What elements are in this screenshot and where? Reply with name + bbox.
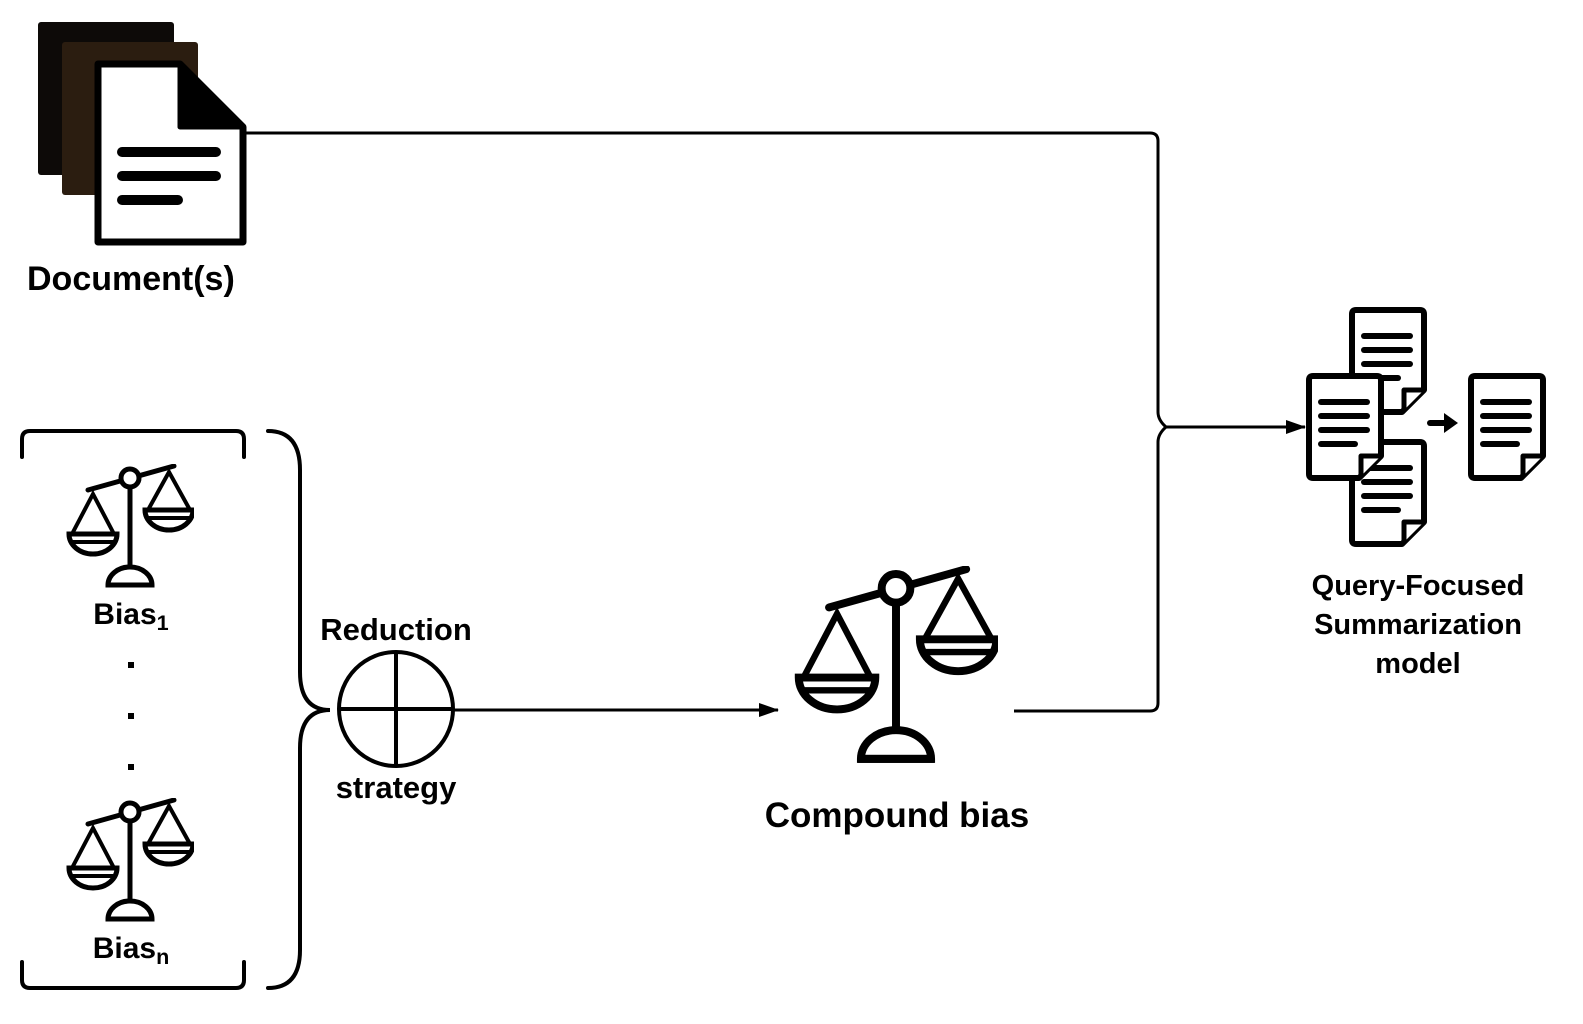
bias-n-label-subscript: n (156, 944, 170, 970)
reduction-label: Reduction (320, 612, 472, 647)
ellipsis-dot-1 (128, 662, 134, 668)
bias-square-bracket (20, 429, 246, 990)
bias-1-label-subscript: 1 (156, 610, 169, 636)
bias-n-scale-icon (69, 800, 193, 919)
bias-n-label-base: Bias (92, 932, 157, 965)
bias-1-label-base: Bias (93, 598, 157, 631)
compound-bias-label: Compound bias (764, 796, 1030, 835)
connectors (244, 131, 1306, 717)
bias-1-scale-icon (69, 466, 193, 585)
qfs-label-line-3: model (1375, 648, 1461, 680)
ellipsis-dot-3 (128, 764, 134, 770)
strategy-label: strategy (335, 770, 457, 805)
ellipsis-dot-2 (128, 713, 134, 719)
qfs-label-line-2: Summarization (1314, 609, 1522, 641)
compound-bias-connector (1014, 425, 1168, 713)
documents-label: Document(s) (27, 260, 235, 298)
qfs-label-line-1: Query-Focused (1311, 570, 1525, 602)
document-stack-icon (38, 22, 247, 246)
bias-curly-brace (266, 429, 331, 990)
documents-connector (244, 131, 1168, 429)
qfs-model-label: Query-Focused Summarization model (1312, 567, 1525, 684)
qfs-arrow-head-icon (1444, 413, 1458, 433)
multi-document-to-summary-icon (1309, 310, 1543, 544)
qfs-front-page-icon (1309, 376, 1381, 478)
bias-1-label: Bias1 (93, 598, 168, 634)
circled-plus-icon (337, 650, 455, 768)
compound-bias-scale-icon (799, 569, 997, 759)
qfs-summary-page-icon (1471, 376, 1543, 478)
bias-n-label: Biasn (92, 932, 170, 968)
